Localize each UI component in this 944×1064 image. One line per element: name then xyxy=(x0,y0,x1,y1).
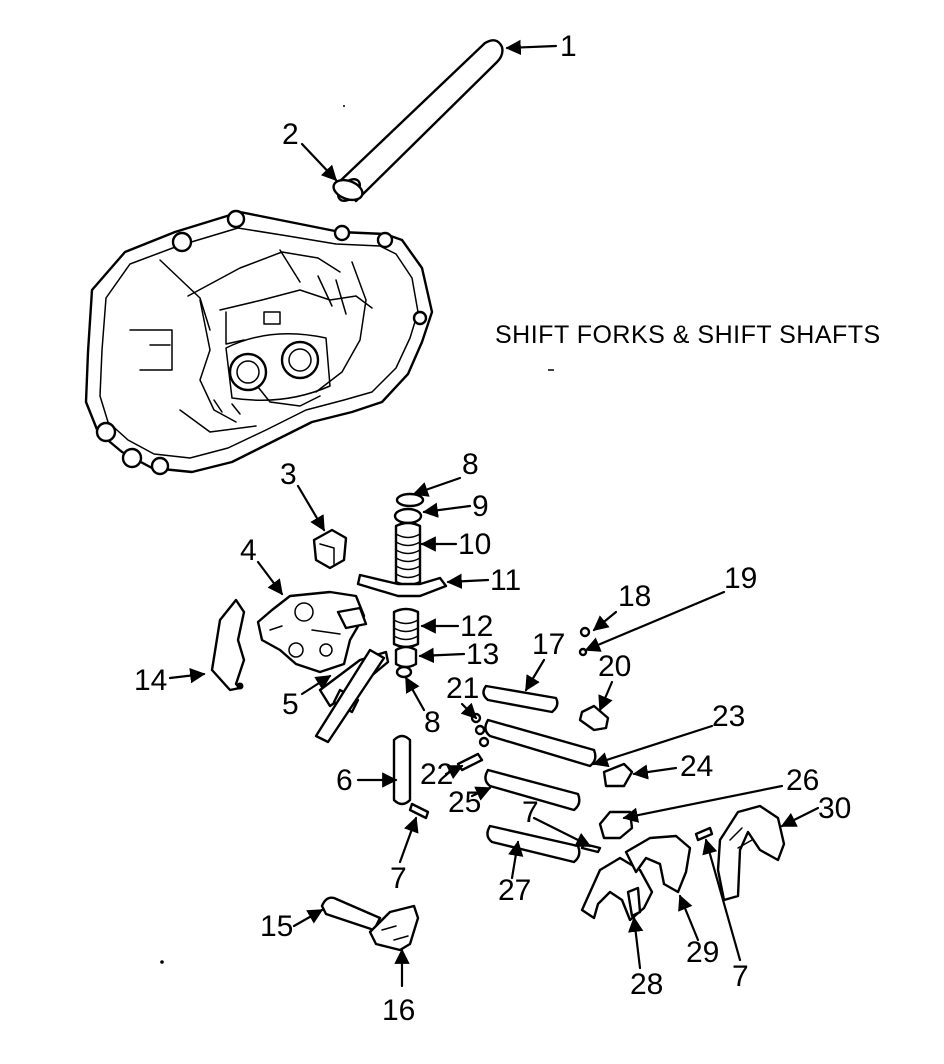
diagram-title: SHIFT FORKS & SHIFT SHAFTS xyxy=(495,321,881,349)
callout-19: 19 xyxy=(724,562,757,595)
callout-13: 13 xyxy=(466,638,499,671)
part-8-lower-ring xyxy=(395,665,413,679)
callout-25: 25 xyxy=(448,786,481,819)
callout-14: 14 xyxy=(134,664,167,697)
callout-8-top: 8 xyxy=(462,448,479,481)
part-30-fork xyxy=(716,804,786,902)
callout-24: 24 xyxy=(680,750,713,783)
part-12-spring xyxy=(392,607,420,649)
callout-21: 21 xyxy=(446,672,479,705)
callout-8-bottom: 8 xyxy=(424,706,441,739)
part-20-interlock xyxy=(578,704,610,732)
callout-11: 11 xyxy=(490,564,521,597)
part-4-shift-housing xyxy=(256,590,368,674)
part-10-spring xyxy=(394,521,422,587)
part-18-ball xyxy=(579,626,591,638)
part-7-pin-a xyxy=(408,802,430,820)
part-2-ring xyxy=(332,178,364,202)
callout-7-shaft: 7 xyxy=(522,796,539,829)
callout-28: 28 xyxy=(630,968,663,1001)
callout-20: 20 xyxy=(598,650,631,683)
part-6-rod xyxy=(392,734,412,806)
part-7-pin-b xyxy=(580,842,602,854)
callout-1: 1 xyxy=(560,30,577,63)
part-28-fork xyxy=(580,856,654,922)
part-8-9-washers xyxy=(393,492,425,525)
part-22-pin xyxy=(456,752,484,772)
part-13-plunger xyxy=(394,645,418,669)
part-5-lever xyxy=(314,648,390,744)
callout-22: 22 xyxy=(420,758,453,791)
part-3-detent-block xyxy=(312,528,348,570)
scan-specks xyxy=(160,105,554,964)
part-15-shaft xyxy=(320,896,382,932)
callout-17: 17 xyxy=(532,628,565,661)
part-14-bracket xyxy=(210,598,246,692)
callout-5: 5 xyxy=(282,688,299,721)
callout-2: 2 xyxy=(282,118,299,151)
callout-12: 12 xyxy=(460,610,493,643)
callout-18: 18 xyxy=(618,580,651,613)
part-1-shaft xyxy=(336,39,504,203)
part-11-lever xyxy=(356,573,448,598)
part-19-ball xyxy=(578,647,588,657)
part-29-fork xyxy=(624,834,692,894)
callout-7-fork: 7 xyxy=(732,960,749,993)
callout-16: 16 xyxy=(382,994,415,1027)
callout-7-rod: 7 xyxy=(390,862,407,895)
leader-lines xyxy=(168,39,820,988)
part-17-shaft xyxy=(482,684,559,714)
callout-labels: 1 2 3 4 5 6 7 7 7 8 8 9 10 11 12 13 14 1… xyxy=(134,30,851,1027)
part-23-shaft xyxy=(484,718,597,768)
part-27-shaft xyxy=(486,824,581,864)
callout-3: 3 xyxy=(280,458,297,491)
part-26-block xyxy=(598,810,634,840)
transmission-case xyxy=(84,209,434,476)
callout-10: 10 xyxy=(458,528,491,561)
part-7-pin-c xyxy=(694,826,714,842)
callout-26: 26 xyxy=(786,764,819,797)
callout-15: 15 xyxy=(260,910,293,943)
callout-27: 27 xyxy=(498,874,531,907)
part-24-block xyxy=(602,762,634,788)
callout-30: 30 xyxy=(818,792,851,825)
callout-23: 23 xyxy=(712,700,745,733)
callout-4: 4 xyxy=(240,534,257,567)
part-16-fork xyxy=(368,904,420,952)
part-25-shaft xyxy=(484,768,581,812)
callout-29: 29 xyxy=(686,936,719,969)
callout-6: 6 xyxy=(336,764,353,797)
callout-9: 9 xyxy=(472,490,489,523)
